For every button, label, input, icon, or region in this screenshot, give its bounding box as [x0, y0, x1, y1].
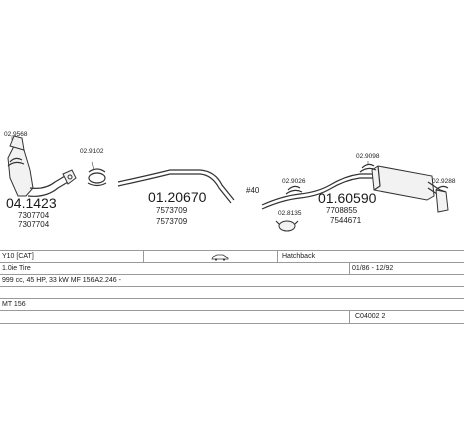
middle-pipe-ref-2: 7573709	[156, 217, 188, 226]
table-row-note: MT 156	[0, 298, 464, 311]
table-row-code: C04002 2	[0, 310, 464, 324]
specs-cell: 999 cc, 45 HP, 33 kW MF 156A2.246 -	[2, 277, 121, 284]
exhaust-diagram: 02.9568 04.1423 7307704 7307704 02.9102 …	[4, 131, 456, 232]
code-cell: C04002 2	[355, 313, 386, 320]
clamp-part-02-9288	[435, 185, 449, 191]
part-number-02-9098: 02.9098	[356, 153, 380, 160]
catalyst-ref-2: 7307704	[18, 220, 50, 229]
part-number-02-9568: 02.9568	[4, 131, 28, 138]
car-hatchback-icon	[211, 254, 229, 261]
vehicle-info-table: Y10 [CAT] Hatchback 1.0ie Tire 01/86 - 1…	[0, 250, 464, 330]
rear-muffler-part	[371, 165, 449, 213]
part-number-01-20670: 01.20670	[148, 189, 207, 205]
rear-muffler-ref-1: 7708855	[326, 206, 358, 215]
catalyst-part	[7, 135, 77, 197]
note-cell: MT 156	[2, 301, 26, 308]
mount-part-02-8135	[275, 220, 299, 232]
part-number-04-1423: 04.1423	[6, 195, 57, 211]
body-cell: Hatchback	[282, 253, 316, 260]
part-number-02-9026: 02.9026	[282, 178, 306, 185]
part-number-02-9288: 02.9288	[432, 178, 456, 185]
table-row-model: Y10 [CAT] Hatchback	[0, 250, 464, 263]
connector-number: #40	[246, 186, 260, 195]
part-number-02-8135: 02.8135	[278, 210, 302, 217]
catalyst-ref-1: 7307704	[18, 211, 50, 220]
middle-pipe-ref-1: 7573709	[156, 206, 188, 215]
part-number-02-9102: 02.9102	[80, 148, 104, 155]
dates-cell: 01/86 - 12/92	[352, 265, 394, 272]
rear-pipe-part	[261, 173, 375, 210]
table-row-empty	[0, 286, 464, 299]
model-cell: Y10 [CAT]	[2, 253, 34, 260]
engine-cell: 1.0ie Tire	[2, 265, 31, 272]
table-row-specs: 999 cc, 45 HP, 33 kW MF 156A2.246 -	[0, 274, 464, 287]
gasket-part-02-9102	[87, 168, 107, 187]
clamp-part-02-9026	[285, 185, 303, 195]
table-row-engine: 1.0ie Tire 01/86 - 12/92	[0, 262, 464, 275]
rear-muffler-ref-2: 7544671	[330, 216, 362, 225]
part-number-01-60590: 01.60590	[318, 190, 377, 206]
clamp-part-02-9568	[7, 157, 25, 167]
middle-pipe-part	[117, 169, 235, 204]
